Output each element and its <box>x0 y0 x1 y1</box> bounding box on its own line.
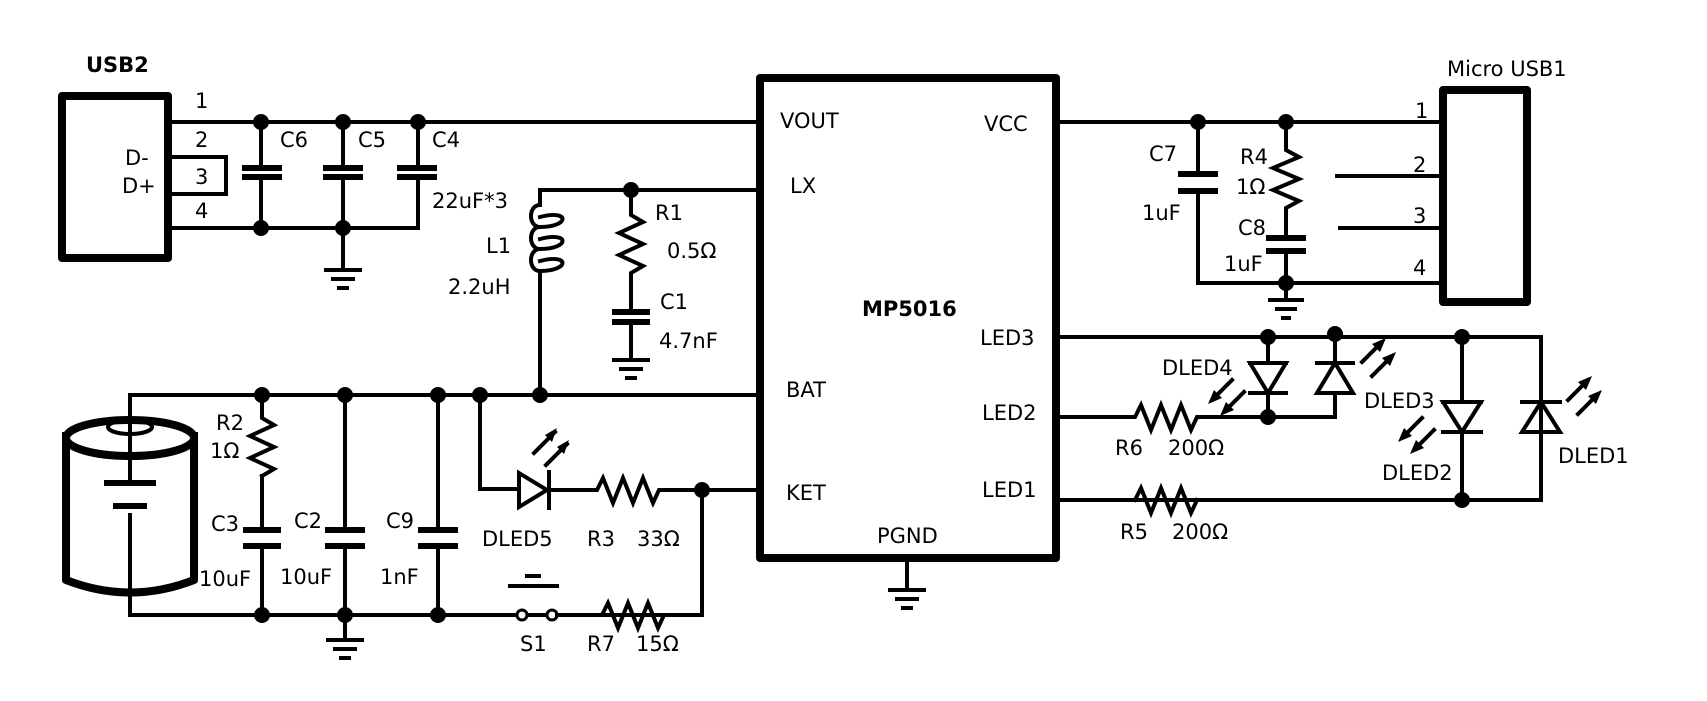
capacitor-c6: C6 <box>242 120 308 230</box>
ground-icon <box>326 613 364 660</box>
battery-icon <box>62 416 198 597</box>
r7-value: 15Ω <box>636 632 679 656</box>
pin-vout: VOUT <box>780 109 839 133</box>
s1-label: S1 <box>520 632 547 656</box>
ground-icon <box>324 226 362 290</box>
usb2-connector: USB2 1 2 3 4 D- D+ <box>58 53 228 262</box>
micro-usb-pin1: 1 <box>1415 99 1428 123</box>
ic-name: MP5016 <box>862 297 957 321</box>
c1-value: 4.7nF <box>659 329 718 353</box>
capacitor-c8: C8 1uF <box>1224 216 1306 285</box>
lx-net <box>538 188 762 207</box>
usb2-label: USB2 <box>86 53 149 77</box>
c6-label: C6 <box>280 128 308 152</box>
c4-label: C4 <box>432 128 460 152</box>
switch-s1[interactable]: S1 <box>436 574 559 656</box>
capacitor-c3: C3 10uF <box>199 512 281 617</box>
resistor-r3: R3 33Ω <box>547 472 762 551</box>
resistor-r2: R2 1Ω <box>210 393 279 530</box>
micro-usb-pin4: 4 <box>1413 256 1426 280</box>
resistor-r5: R5 200Ω <box>1120 482 1228 544</box>
pin-bat: BAT <box>786 378 826 402</box>
r5-value: 200Ω <box>1172 520 1228 544</box>
r1-label: R1 <box>655 201 683 225</box>
dled1-label: DLED1 <box>1558 444 1629 468</box>
ground-icon <box>888 556 926 610</box>
c5-label: C5 <box>358 128 386 152</box>
dled3-label: DLED3 <box>1364 389 1435 413</box>
micro-usb-label: Micro USB1 <box>1447 57 1567 81</box>
c3-value: 10uF <box>199 567 251 591</box>
resistor-r1: R1 0.5Ω <box>614 188 716 312</box>
usb2-pin3: 3 <box>195 165 208 189</box>
led-dled3: DLED3 <box>1313 332 1435 419</box>
micro-usb-connector: Micro USB1 1 2 3 4 <box>1335 57 1567 306</box>
r2-label: R2 <box>216 411 244 435</box>
c9-value: 1nF <box>380 565 419 589</box>
pin-ket: KET <box>786 481 826 505</box>
resistor-r7: R7 15Ω <box>555 488 704 656</box>
usb2-data-loop <box>168 155 228 196</box>
pin-led1: LED1 <box>982 478 1037 502</box>
inductor-l1: L1 2.2uH <box>448 202 565 397</box>
led-dled4: DLED4 <box>1162 335 1290 419</box>
c7-label: C7 <box>1149 142 1177 166</box>
ground-icon <box>1268 281 1304 320</box>
c1-label: C1 <box>660 290 688 314</box>
ic-mp5016: MP5016 VOUT LX BAT KET VCC LED3 LED2 LED… <box>756 74 1060 562</box>
led-dled2: DLED2 <box>1382 335 1485 502</box>
dled4-label: DLED4 <box>1162 356 1233 380</box>
resistor-r4: R4 1Ω <box>1236 120 1305 238</box>
r7-label: R7 <box>587 632 615 656</box>
r4-value: 1Ω <box>1236 175 1265 199</box>
capacitor-c9: C9 1nF <box>380 393 458 617</box>
r2-value: 1Ω <box>210 439 239 463</box>
resistor-r6: R6 200Ω <box>1054 399 1337 460</box>
r4-label: R4 <box>1240 145 1268 169</box>
dled2-label: DLED2 <box>1382 461 1453 485</box>
usb2-pin4: 4 <box>195 199 208 223</box>
c7-value: 1uF <box>1142 201 1181 225</box>
l1-value: 2.2uH <box>448 275 511 299</box>
capacitor-c4: C4 22uF*3 <box>397 120 508 213</box>
led-outer-net <box>1054 335 1543 502</box>
l1-label: L1 <box>486 234 511 258</box>
r3-label: R3 <box>587 527 615 551</box>
c8-label: C8 <box>1238 216 1266 240</box>
micro-usb-pin2: 2 <box>1413 153 1426 177</box>
r6-label: R6 <box>1115 436 1143 460</box>
c9-label: C9 <box>386 509 414 533</box>
c8-value: 1uF <box>1224 252 1263 276</box>
led-dled1: DLED1 <box>1518 335 1629 502</box>
c3-label: C3 <box>211 512 239 536</box>
pin-led2: LED2 <box>982 401 1037 425</box>
usb-gnd-net <box>168 178 420 230</box>
pin-pgnd: PGND <box>877 524 938 548</box>
pin-led3: LED3 <box>980 326 1035 350</box>
capacitor-c1: C1 4.7nF <box>612 290 718 380</box>
pin-vcc: VCC <box>984 112 1028 136</box>
dled5-wire <box>478 393 520 491</box>
usb2-pin2: 2 <box>195 128 208 152</box>
r3-value: 33Ω <box>637 527 680 551</box>
usb2-dminus: D- <box>125 146 149 170</box>
capacitor-c7: C7 1uF <box>1142 120 1442 285</box>
capacitor-c2: C2 10uF <box>280 393 365 617</box>
micro-usb-pin3: 3 <box>1413 204 1426 228</box>
pin-lx: LX <box>790 174 816 198</box>
c4-value: 22uF*3 <box>432 189 508 213</box>
c2-value: 10uF <box>280 565 332 589</box>
dled5-label: DLED5 <box>482 527 553 551</box>
r5-label: R5 <box>1120 520 1148 544</box>
capacitor-c5: C5 <box>323 120 386 230</box>
usb2-pin1: 1 <box>195 89 208 113</box>
usb2-dplus: D+ <box>122 174 156 198</box>
r6-value: 200Ω <box>1168 436 1224 460</box>
r1-value: 0.5Ω <box>667 239 716 263</box>
c2-label: C2 <box>294 509 322 533</box>
